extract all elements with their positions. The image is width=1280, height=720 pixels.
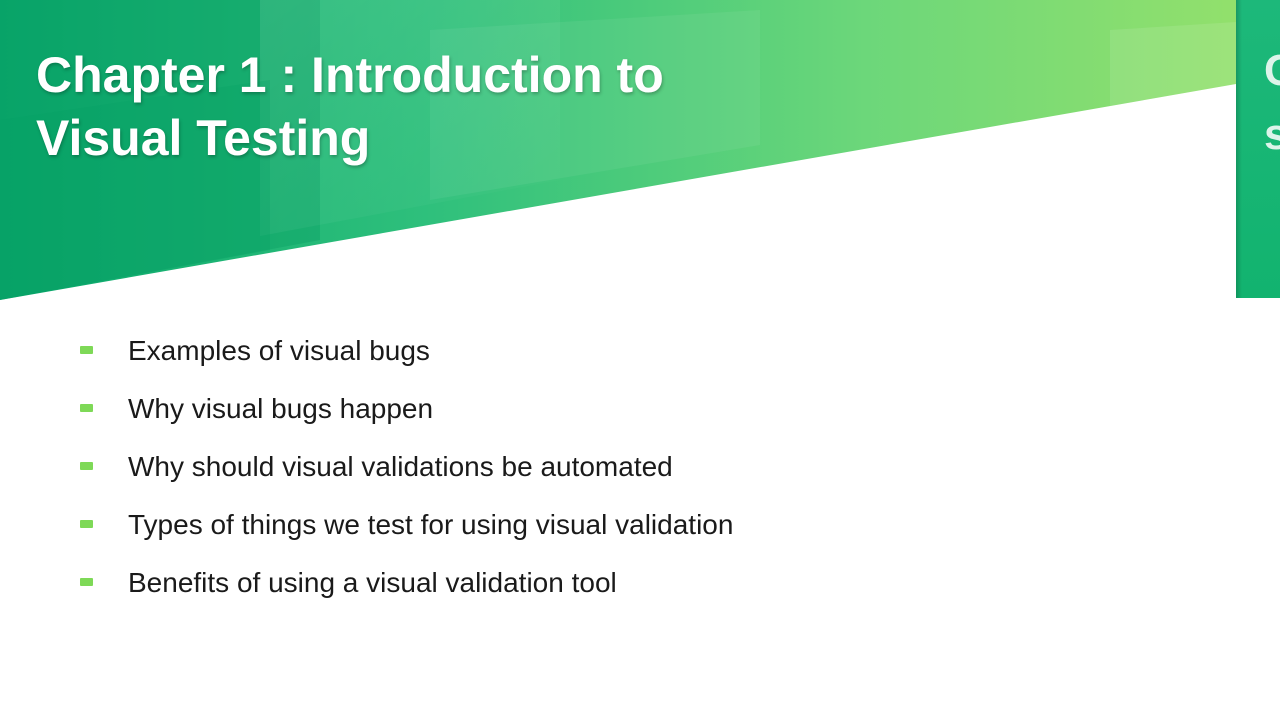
list-item: Why visual bugs happen <box>80 380 733 438</box>
bullet-list: Examples of visual bugs Why visual bugs … <box>80 322 733 612</box>
list-item: Benefits of using a visual validation to… <box>80 554 733 612</box>
next-slide-preview: C s <box>1236 0 1280 298</box>
slide-title: Chapter 1 : Introduction to Visual Testi… <box>36 44 796 170</box>
slide-title-line-1: Chapter 1 : Introduction to <box>36 47 664 103</box>
bullet-text: Benefits of using a visual validation to… <box>128 567 617 598</box>
bullet-text: Types of things we test for using visual… <box>128 509 734 540</box>
bullet-text: Why should visual validations be automat… <box>128 451 673 482</box>
next-slide-glyph-1: C <box>1264 46 1280 95</box>
bullet-marker-icon <box>80 578 93 586</box>
list-item: Examples of visual bugs <box>80 322 733 380</box>
bullet-marker-icon <box>80 404 93 412</box>
next-slide-glyph-2: s <box>1264 110 1280 159</box>
slide-edge-shadow <box>1236 0 1242 298</box>
slide-title-line-2: Visual Testing <box>36 110 371 166</box>
list-item: Types of things we test for using visual… <box>80 496 733 554</box>
bullet-text: Why visual bugs happen <box>128 393 434 424</box>
bullet-marker-icon <box>80 520 93 528</box>
bullet-marker-icon <box>80 462 93 470</box>
bullet-text: Examples of visual bugs <box>128 335 430 366</box>
bullet-marker-icon <box>80 346 93 354</box>
list-item: Why should visual validations be automat… <box>80 438 733 496</box>
